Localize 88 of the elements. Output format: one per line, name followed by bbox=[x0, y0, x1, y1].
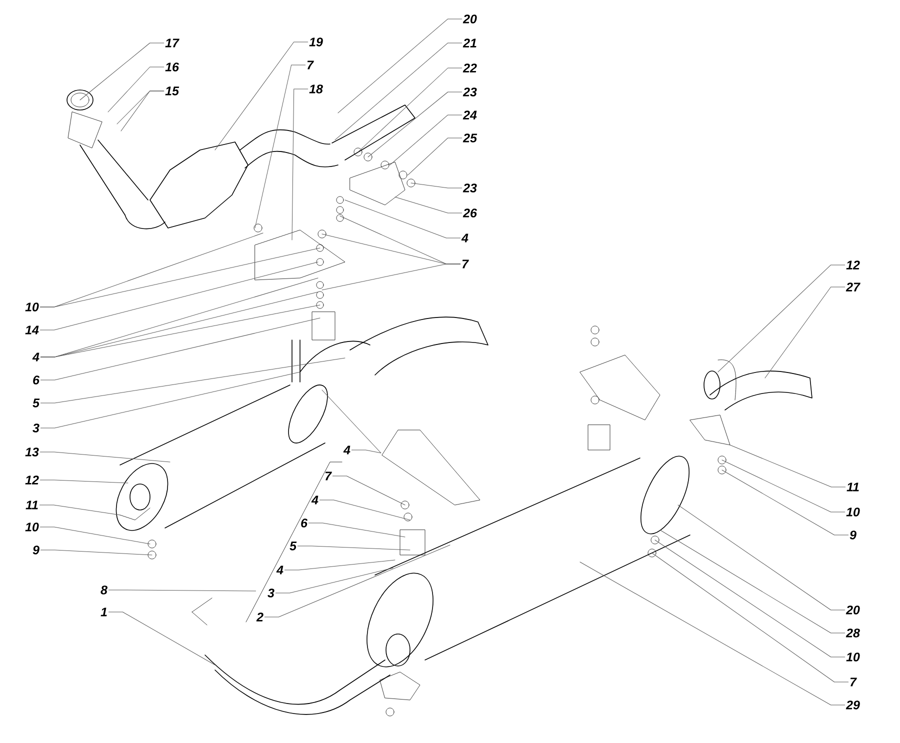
callout-number: 13 bbox=[25, 448, 39, 456]
leader-line bbox=[40, 318, 320, 380]
leader-line bbox=[39, 504, 120, 516]
callout-number: 7 bbox=[850, 678, 857, 686]
leader-line bbox=[322, 390, 382, 454]
callout-number: 11 bbox=[846, 482, 859, 492]
leader-line bbox=[338, 18, 462, 114]
leader-line bbox=[358, 68, 462, 152]
callout-number: 4 bbox=[343, 446, 350, 454]
leader-line bbox=[652, 552, 849, 682]
leader-line bbox=[344, 200, 461, 238]
callout-number: 16 bbox=[165, 62, 180, 72]
callout-number: 4 bbox=[32, 352, 40, 362]
leader-line bbox=[120, 90, 164, 132]
callout-number: 26 bbox=[462, 208, 478, 218]
leader-line bbox=[40, 372, 300, 428]
callout-number: 10 bbox=[25, 302, 39, 312]
callout-number: 23 bbox=[462, 88, 477, 96]
leader-line bbox=[284, 560, 396, 570]
leader-line bbox=[332, 476, 406, 506]
leader-line bbox=[297, 546, 410, 550]
callout-number: 19 bbox=[309, 38, 323, 46]
callout-number: 23 bbox=[462, 184, 477, 192]
callout-number: 4 bbox=[461, 234, 468, 242]
leader-line bbox=[322, 264, 461, 290]
callout-number: 28 bbox=[846, 628, 860, 638]
callout-number: 7 bbox=[307, 60, 314, 70]
leader-line bbox=[308, 522, 406, 538]
callout-number: 3 bbox=[32, 424, 40, 432]
leader-line bbox=[368, 92, 462, 158]
leader-line bbox=[40, 358, 346, 404]
leader-line bbox=[722, 470, 849, 536]
leader-line bbox=[108, 612, 216, 666]
callout-number: 12 bbox=[846, 260, 860, 270]
leader-line bbox=[764, 286, 846, 378]
leader-line bbox=[40, 304, 320, 358]
leader-line bbox=[108, 66, 164, 112]
callout-number: 9 bbox=[850, 530, 856, 540]
callout-number: 10 bbox=[846, 652, 860, 662]
leader-line bbox=[408, 138, 462, 176]
callout-number: 24 bbox=[462, 110, 477, 120]
leader-line bbox=[275, 568, 394, 594]
callout-number: 11 bbox=[26, 500, 38, 510]
leader-line bbox=[678, 504, 846, 610]
callout-number: 14 bbox=[25, 326, 39, 334]
leader-line bbox=[718, 264, 846, 372]
leader-line bbox=[214, 42, 308, 150]
leader-line bbox=[580, 562, 846, 706]
callout-number: 1 bbox=[100, 608, 107, 616]
callout-number: 6 bbox=[33, 376, 40, 384]
callout-number: 29 bbox=[846, 700, 860, 710]
callout-number: 17 bbox=[165, 38, 180, 48]
callout-number: 20 bbox=[846, 606, 860, 614]
callout-number: 15 bbox=[165, 86, 180, 96]
callout-number: 5 bbox=[32, 398, 40, 408]
leader-line bbox=[264, 544, 450, 618]
leader-line bbox=[292, 88, 308, 240]
callout-number: 10 bbox=[846, 508, 860, 516]
callout-number: 18 bbox=[309, 84, 323, 94]
leader-line bbox=[80, 42, 164, 100]
leader-line bbox=[319, 500, 410, 520]
leader-line bbox=[722, 460, 846, 512]
callout-number: 27 bbox=[846, 282, 860, 292]
leader-line bbox=[40, 480, 128, 484]
leader-line bbox=[40, 248, 320, 308]
callout-number: 9 bbox=[32, 546, 40, 554]
callout-number: 21 bbox=[462, 38, 476, 48]
bracket bbox=[246, 462, 342, 622]
leader-line bbox=[40, 262, 318, 330]
leader-line bbox=[660, 530, 846, 634]
leader-line bbox=[334, 42, 462, 140]
leader-line bbox=[40, 550, 152, 556]
callout-number: 22 bbox=[462, 64, 477, 72]
callout-number: 10 bbox=[25, 522, 39, 532]
leader-line bbox=[654, 540, 846, 658]
leader-line bbox=[410, 182, 462, 188]
callout-number: 7 bbox=[462, 260, 469, 268]
leader-line bbox=[394, 196, 462, 214]
callout-number: 8 bbox=[100, 586, 108, 594]
leader-line bbox=[40, 452, 170, 462]
leader-line bbox=[254, 64, 306, 228]
leader-line bbox=[390, 114, 462, 166]
callout-number: 20 bbox=[462, 14, 477, 24]
leader-line bbox=[40, 526, 150, 544]
leader-line bbox=[108, 590, 256, 592]
leader-line bbox=[730, 444, 846, 488]
callout-number: 12 bbox=[25, 476, 39, 484]
callout-number: 25 bbox=[462, 134, 478, 142]
